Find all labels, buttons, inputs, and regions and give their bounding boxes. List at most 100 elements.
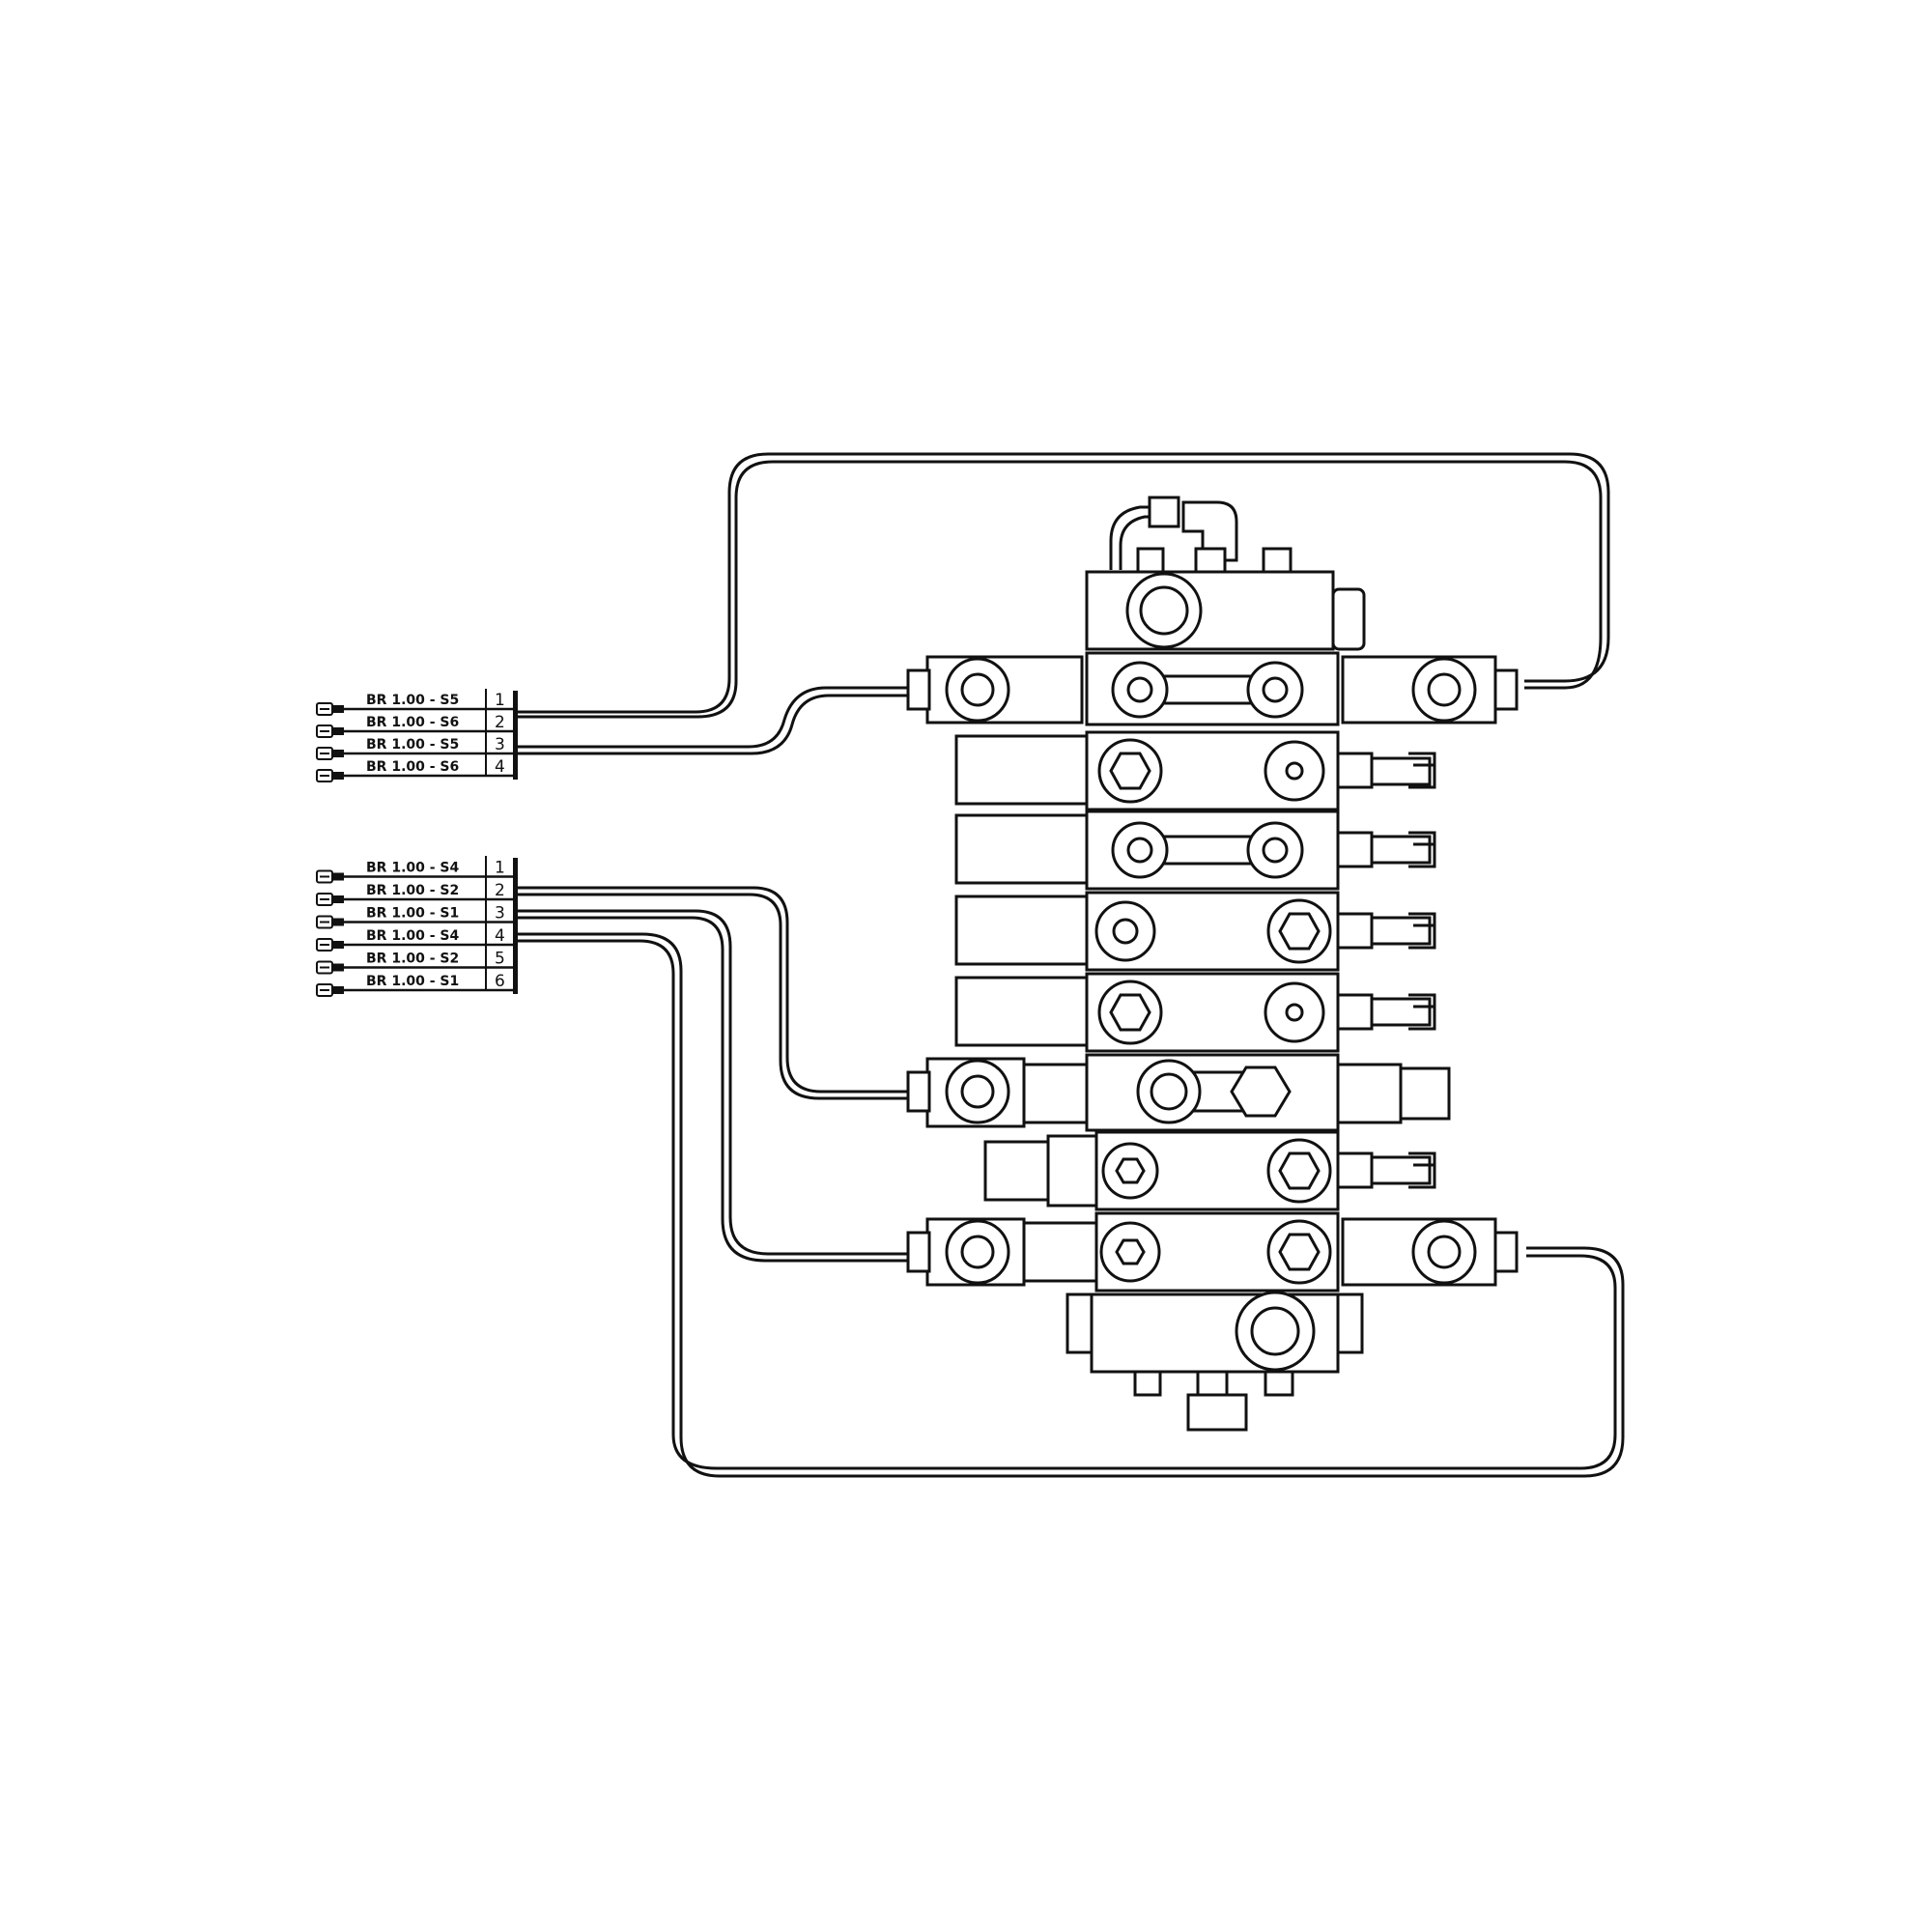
inlet-port-outer: [1125, 572, 1203, 649]
drain-fitting: [1186, 1393, 1248, 1432]
wire-lower-s1-a: [517, 886, 913, 1094]
valve-section-8: [906, 1211, 1519, 1293]
section-6-body: [1085, 1053, 1340, 1132]
clevis-7: [1408, 1151, 1436, 1189]
section-7-port-b-hex: [1278, 1151, 1321, 1190]
section-5-port-b: [1264, 981, 1325, 1043]
section-4-spool: [1338, 912, 1432, 950]
terminal-pin-icon: [316, 747, 344, 760]
section-3-port-b-inner: [1262, 837, 1289, 864]
wire-upper-s6-outer: [517, 686, 913, 749]
elbow-fitting: [1148, 496, 1180, 528]
bottom-bolt-1: [1133, 1370, 1162, 1397]
terminal-pin-icon: [316, 983, 344, 997]
valve-section-1: [906, 651, 1519, 726]
section-8-left-nut-inner: [960, 1235, 995, 1269]
pin-number: 1: [495, 859, 505, 878]
wire-routes: [517, 452, 1625, 1478]
section-3-port-a-inner: [1126, 837, 1153, 864]
outlet-port-inner: [1250, 1306, 1300, 1356]
terminal-pin-icon: [316, 893, 344, 906]
wire-upper-s5-outer: [517, 452, 1610, 714]
section-1-port-b: [1246, 661, 1304, 719]
valve-section-3: [954, 810, 1432, 891]
inlet-cover: [1085, 496, 1366, 651]
section-1-right-nut-inner: [1427, 672, 1462, 707]
top-bolt-2: [1194, 547, 1227, 574]
top-bolt-3: [1262, 547, 1293, 574]
section-7-port-b: [1266, 1138, 1332, 1204]
section-1-right-nut-outer: [1411, 657, 1477, 723]
wire-label: BR 1.00 - S4: [366, 861, 460, 876]
pilot-tube-inner: [1119, 515, 1154, 570]
top-bolt-1: [1136, 547, 1165, 574]
section-2-coil: [954, 734, 1089, 806]
terminal-pin-icon: [316, 869, 344, 884]
section-4-port-b: [1266, 898, 1332, 964]
clevis-5: [1408, 993, 1436, 1031]
terminal-pin-icon: [316, 938, 344, 952]
wire-label: BR 1.00 - S1: [366, 974, 459, 989]
section-4-port-a-inner: [1112, 918, 1139, 945]
wire-label: BR 1.00 - S2: [366, 952, 459, 967]
section-5-port-a: [1097, 980, 1163, 1045]
wire-label: BR 1.00 - S4: [366, 928, 460, 944]
section-7-fitting: [1046, 1134, 1098, 1208]
section-8-right-nut-inner: [1427, 1235, 1462, 1269]
section-7-port-a: [1101, 1142, 1159, 1200]
section-8-port-b: [1266, 1219, 1332, 1285]
section-3-coil: [954, 813, 1089, 885]
wire-label: BR 1.00 - S6: [366, 715, 459, 730]
wire-label: BR 1.00 - S1: [366, 906, 459, 922]
section-3-port-a: [1111, 821, 1169, 879]
section-8-left-cap: [906, 1231, 931, 1273]
pin-number: 3: [495, 735, 505, 754]
clevis-ends: [1408, 752, 1436, 1189]
section-8-right-cap: [1493, 1231, 1519, 1273]
wire-upper-s6-inner: [517, 694, 913, 755]
section-8-port-b-hex: [1278, 1233, 1321, 1271]
section-2-port-b-inner: [1285, 761, 1304, 781]
section-4-coil: [954, 895, 1089, 966]
wire-lower-s4-a: [517, 932, 1625, 1478]
section-2-spool: [1338, 752, 1432, 789]
section-8-port-a-hex: [1115, 1238, 1146, 1265]
pin-number: 2: [495, 881, 505, 900]
inlet-cover-side: [1331, 587, 1366, 651]
valve-section-5: [954, 972, 1432, 1053]
bottom-bolt-3: [1264, 1370, 1294, 1397]
section-6-left-cap: [906, 1070, 931, 1113]
wire-lower-s2-a: [517, 909, 913, 1256]
valve-bank: [906, 496, 1519, 1432]
pin-number: 4: [495, 757, 505, 777]
bottom-bolt-2: [1196, 1370, 1229, 1397]
section-4-port-b-hex: [1278, 912, 1321, 951]
section-7-port-a-hex: [1115, 1157, 1146, 1184]
valve-section-4: [954, 891, 1432, 972]
section-6-left-fitting: [1022, 1063, 1089, 1124]
clevis-2: [1408, 752, 1436, 789]
valve-section-2: [954, 730, 1432, 811]
clevis-3: [1408, 831, 1436, 868]
section-6-port-a: [1136, 1059, 1202, 1124]
wire-lower-s4-b: [517, 939, 1617, 1470]
section-6-port-a-inner: [1150, 1072, 1188, 1111]
section-6-port-b-hex: [1230, 1065, 1292, 1118]
terminal-pin-icon: [316, 769, 344, 782]
valve-section-7: [983, 1130, 1432, 1211]
wire-label: BR 1.00 - S5: [366, 737, 459, 753]
section-6-left-nut-outer: [945, 1059, 1010, 1124]
pilot-tube: [1109, 505, 1154, 570]
section-2-port-a-hex: [1109, 752, 1151, 790]
section-2-port-a: [1097, 738, 1163, 804]
connector-housing-bar: [513, 858, 518, 994]
wire-lower-s1-b: [517, 893, 913, 1100]
valve-section-6: [906, 1053, 1451, 1132]
section-8-left-nut-outer: [945, 1219, 1010, 1285]
section-5-port-b-inner: [1285, 1003, 1304, 1022]
section-5-spool: [1338, 993, 1432, 1031]
section-3-port-b: [1246, 821, 1304, 879]
